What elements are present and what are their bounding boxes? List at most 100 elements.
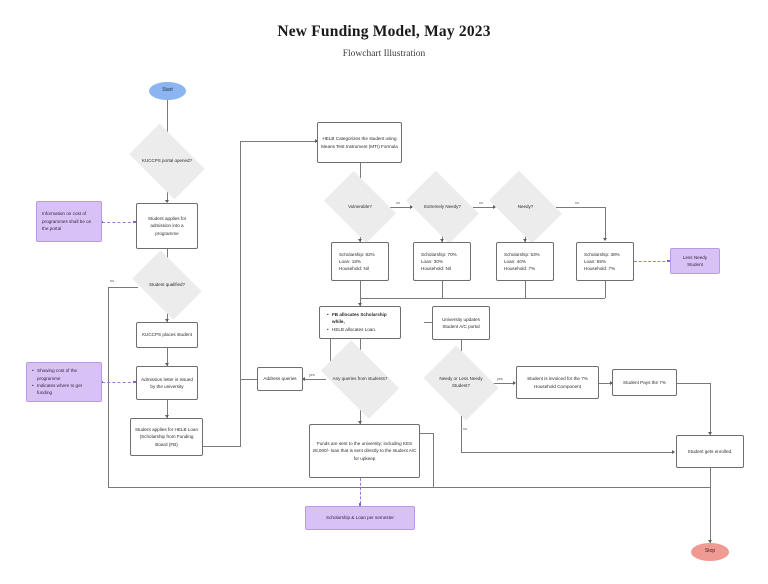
connector-dot	[667, 259, 670, 263]
allocation-household: Household: Nil	[421, 266, 451, 272]
decision-label: Needy or Less Needy Student?	[439, 376, 483, 388]
allocation-household: Household: Nil	[339, 266, 369, 272]
edge-categorize-to-vulnerable	[360, 163, 361, 187]
edge-alloc3-down	[525, 281, 526, 298]
edge-start-to-portal	[167, 100, 168, 140]
arrowhead	[164, 200, 169, 203]
arrowhead	[707, 432, 712, 435]
edge-label-no: no	[463, 427, 468, 431]
allocation-box-needy[interactable]: Scholarship: 53% Loan: 40% Household: 7%	[496, 242, 554, 281]
decision-kuccps-portal[interactable]: KUCCPS portal opened?	[129, 123, 205, 200]
edge-helb-to-categorize	[240, 141, 317, 142]
process-fb-helb-allocates[interactable]: FB allocates Scholarship while, HELB all…	[319, 306, 401, 339]
start-terminator[interactable]: Start	[149, 82, 186, 100]
edge-admission-to-helb	[167, 400, 168, 418]
process-label: Address queries	[263, 376, 297, 382]
decision-label: Vulnerable?	[348, 203, 372, 209]
edge-label-yes: yes	[497, 377, 503, 381]
process-address-queries[interactable]: Address queries	[257, 367, 303, 391]
arrowhead	[513, 380, 516, 385]
edge-note-portal	[102, 222, 136, 223]
process-label: Student gets enrolled.	[687, 448, 733, 454]
edge-funds-rail-down	[433, 433, 434, 487]
edge-note-lessneedy	[634, 261, 670, 262]
note-text: Less Needy Student	[682, 254, 708, 267]
edge-needyless-yes	[491, 383, 515, 384]
process-label: Funds are sent to the university; includ…	[312, 441, 417, 461]
allocation-scholarship: Scholarship: 38%	[584, 251, 620, 257]
process-label: Student applies for admission into a pro…	[147, 216, 187, 236]
edge-alloc1-down	[360, 281, 361, 306]
note-text: Scholarship & Loan per semester	[326, 515, 394, 521]
process-label: Student applies for HELB Loan (Scholarsh…	[134, 427, 199, 447]
process-kuccps-places[interactable]: KUCCPS places student	[136, 322, 198, 348]
process-label: Admission letter is issued by the univer…	[141, 376, 193, 389]
page-subtitle: Flowchart Illustration	[342, 49, 426, 59]
edge-label-no: no	[396, 201, 401, 205]
page-title: New Funding Model, May 2023	[277, 23, 491, 40]
process-funds-sent[interactable]: Funds are sent to the university; includ…	[309, 424, 420, 478]
edge-queries-yes	[303, 379, 326, 380]
edge-invoiced-to-pays	[599, 383, 612, 384]
process-label: Student is invoiced for the 7% Household…	[527, 376, 588, 389]
note-text: Information on cost of programmes shall …	[42, 211, 92, 232]
note-semester: Scholarship & Loan per semester	[305, 506, 415, 530]
arrowhead	[164, 319, 169, 322]
arrowhead	[357, 303, 362, 306]
edge-helb-right	[203, 446, 240, 447]
connector-dot	[358, 503, 362, 506]
allocation-box-less-needy[interactable]: Scholarship: 38% Loan: 55% Household: 7%	[576, 242, 634, 281]
arrowhead	[522, 239, 527, 242]
edge-bottom-rail	[108, 487, 710, 488]
decision-label: KUCCPS portal opened?	[141, 158, 193, 164]
decision-label: Student qualified?	[148, 281, 186, 287]
process-student-applies[interactable]: Student applies for admission into a pro…	[136, 203, 198, 249]
process-label: KUCCPS places student	[141, 332, 193, 338]
arrowhead	[164, 415, 169, 418]
edge-label-no: no	[110, 279, 115, 283]
edge-pays-right	[677, 383, 710, 384]
allocation-loan: Loan: 30%	[421, 258, 443, 264]
decision-student-qualified[interactable]: Student qualified?	[132, 250, 202, 320]
edge-queries-no	[360, 401, 361, 424]
arrowhead	[357, 421, 362, 424]
arrowhead	[602, 238, 607, 241]
connector-dot	[133, 220, 136, 224]
edge-pays-down	[710, 383, 711, 435]
edge-qualified-no	[108, 287, 138, 288]
edge-label-no: no	[479, 201, 484, 205]
decision-needy-or-less-needy[interactable]: Needy or Less Needy Student?	[423, 345, 499, 421]
stop-terminator[interactable]: Stop	[691, 543, 729, 561]
edge-needyless-no-h	[461, 452, 674, 453]
note-bullet: Indicates where to get funding	[32, 382, 96, 397]
edge-alloc2-down	[442, 281, 443, 298]
process-university-updates[interactable]: University updates Student A/C portal	[432, 306, 490, 340]
edge-places-to-admission	[167, 348, 168, 366]
decision-extremely-needy[interactable]: Extremely Needy?	[406, 170, 479, 244]
decision-needy[interactable]: Needy?	[489, 170, 562, 244]
start-label: Start	[162, 87, 173, 94]
process-student-enrolled[interactable]: Student gets enrolled.	[676, 435, 744, 468]
process-student-invoiced[interactable]: Student is invoiced for the 7% Household…	[516, 366, 599, 399]
allocation-scholarship: Scholarship: 82%	[339, 251, 375, 257]
process-label: HELB Categorizes the student using Means…	[321, 136, 398, 149]
process-student-pays[interactable]: Student Pays the 7%	[612, 369, 677, 396]
allocation-household: Household: 7%	[584, 266, 616, 272]
decision-any-queries[interactable]: Any queries from students?	[320, 340, 400, 419]
allocation-box-extremely-needy[interactable]: Scholarship: 70% Loan: 30% Household: Ni…	[413, 242, 471, 281]
edge-needy-no	[556, 207, 606, 208]
arrowhead	[672, 449, 675, 454]
allocation-box-vulnerable[interactable]: Scholarship: 82% Loan: 18% Household: Ni…	[331, 242, 389, 281]
edge-address-left	[240, 379, 257, 380]
edge-helb-up	[240, 141, 241, 447]
note-admission-info: Showing cost of the programme Indicates …	[26, 362, 102, 402]
process-helb-categorizes[interactable]: HELB Categorizes the student using Means…	[317, 122, 402, 163]
decision-vulnerable[interactable]: Vulnerable?	[323, 170, 397, 244]
fb-allocates-text: FB allocates Scholarship while,	[332, 312, 387, 325]
edge-label-yes: yes	[309, 373, 315, 377]
process-applies-helb[interactable]: Student applies for HELB Loan (Scholarsh…	[130, 418, 203, 456]
allocation-loan: Loan: 40%	[504, 258, 526, 264]
process-admission-letter[interactable]: Admission letter is issued by the univer…	[136, 366, 198, 400]
decision-label: Extremely Needy?	[424, 203, 461, 209]
edge-funds-to-semester	[360, 478, 361, 504]
